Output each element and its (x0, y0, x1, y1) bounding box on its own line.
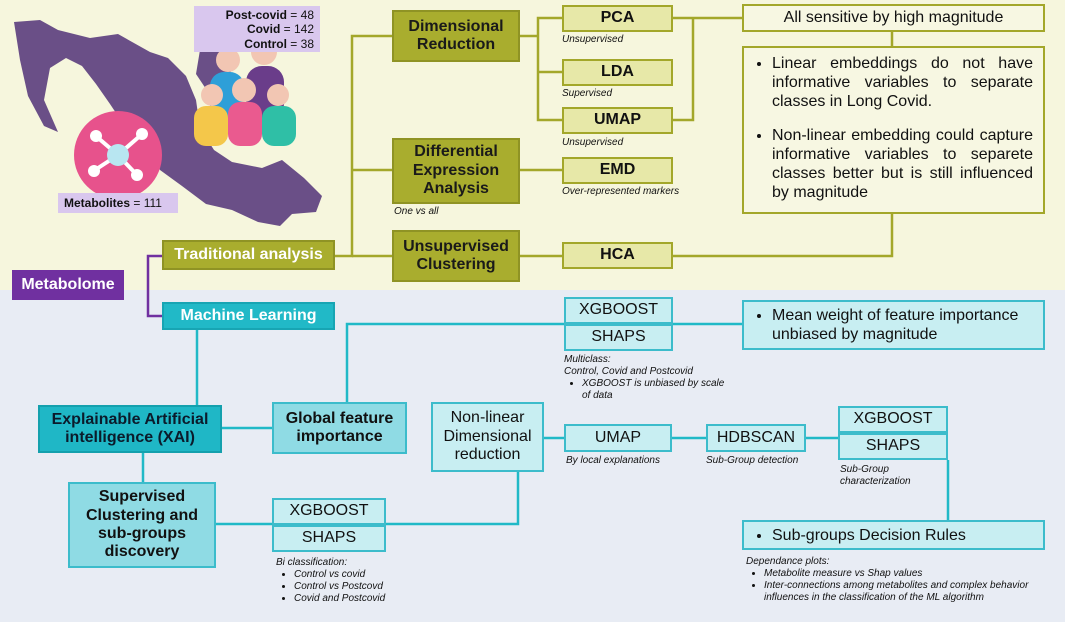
global-feature-importance-node: Global feature importance (272, 402, 407, 454)
hdbscan-note: Sub-Group detection (706, 455, 799, 466)
xgboost-bi-node: XGBOOST (272, 498, 386, 525)
dea-node: Differential Expression Analysis (392, 138, 520, 204)
pca-note: Unsupervised (562, 34, 624, 45)
dependance-note: Dependance plots: Metabolite measure vs … (746, 556, 1051, 604)
metabolites-chip: Metabolites = 111 (58, 193, 178, 213)
cohort-line-postcovid: Post-covid = 48 (225, 8, 314, 22)
unsupervised-clustering-node: Unsupervised Clustering (392, 230, 520, 282)
emd-node: EMD (562, 157, 673, 184)
pca-node: PCA (562, 5, 673, 32)
xgboost-global-node: XGBOOST (564, 297, 673, 324)
machine-learning-node: Machine Learning (162, 302, 335, 330)
shaps-bi-node: SHAPS (272, 525, 386, 552)
lda-node: LDA (562, 59, 673, 86)
finding-linear: Linear embeddings do not have informativ… (772, 54, 1033, 112)
hca-node: HCA (562, 242, 673, 269)
cohort-line-control: Control = 38 (244, 36, 314, 51)
supervised-clustering-node: Supervised Clustering and sub-groups dis… (68, 482, 216, 568)
cohort-line-covid: Covid = 142 (246, 22, 314, 37)
emd-note: Over-represented markers (562, 186, 680, 197)
sensitive-magnitude-note: All sensitive by high magnitude (742, 4, 1045, 32)
lda-note: Supervised (562, 88, 613, 99)
decision-rules-node: Sub-groups Decision Rules (742, 520, 1045, 550)
global-importance-result: Mean weight of feature importance unbias… (742, 300, 1045, 350)
umap-ml-note: By local explanations (566, 455, 660, 466)
umap-traditional-note: Unsupervised (562, 137, 624, 148)
finding-nonlinear: Non-linear embedding could capture infor… (772, 126, 1033, 203)
umap-traditional-node: UMAP (562, 107, 673, 134)
xai-node: Explainable Artificial intelligence (XAI… (38, 405, 222, 453)
nonlinear-dimred-node: Non-linear Dimensional reduction (431, 402, 544, 472)
embedding-findings: Linear embeddings do not have informativ… (742, 46, 1045, 214)
shaps-global-node: SHAPS (564, 324, 673, 351)
umap-ml-node: UMAP (564, 424, 672, 452)
dea-note: One vs all (394, 206, 439, 217)
cohort-chip: Post-covid = 48 Covid = 142 Control = 38 (194, 6, 320, 52)
bi-classification-note: Bi classification: Control vs covid Cont… (276, 557, 426, 605)
metabolome-node: Metabolome (12, 270, 124, 300)
shaps-subgroup-node: SHAPS (838, 433, 948, 460)
xgboost-subgroup-node: XGBOOST (838, 406, 948, 433)
hdbscan-node: HDBSCAN (706, 424, 806, 452)
multiclass-note: Multiclass: Control, Covid and Postcovid… (564, 354, 734, 402)
dimensional-reduction-node: Dimensional Reduction (392, 10, 520, 62)
traditional-analysis-node: Traditional analysis (162, 240, 335, 270)
subgroup-note: Sub-Group characterization (840, 464, 911, 487)
